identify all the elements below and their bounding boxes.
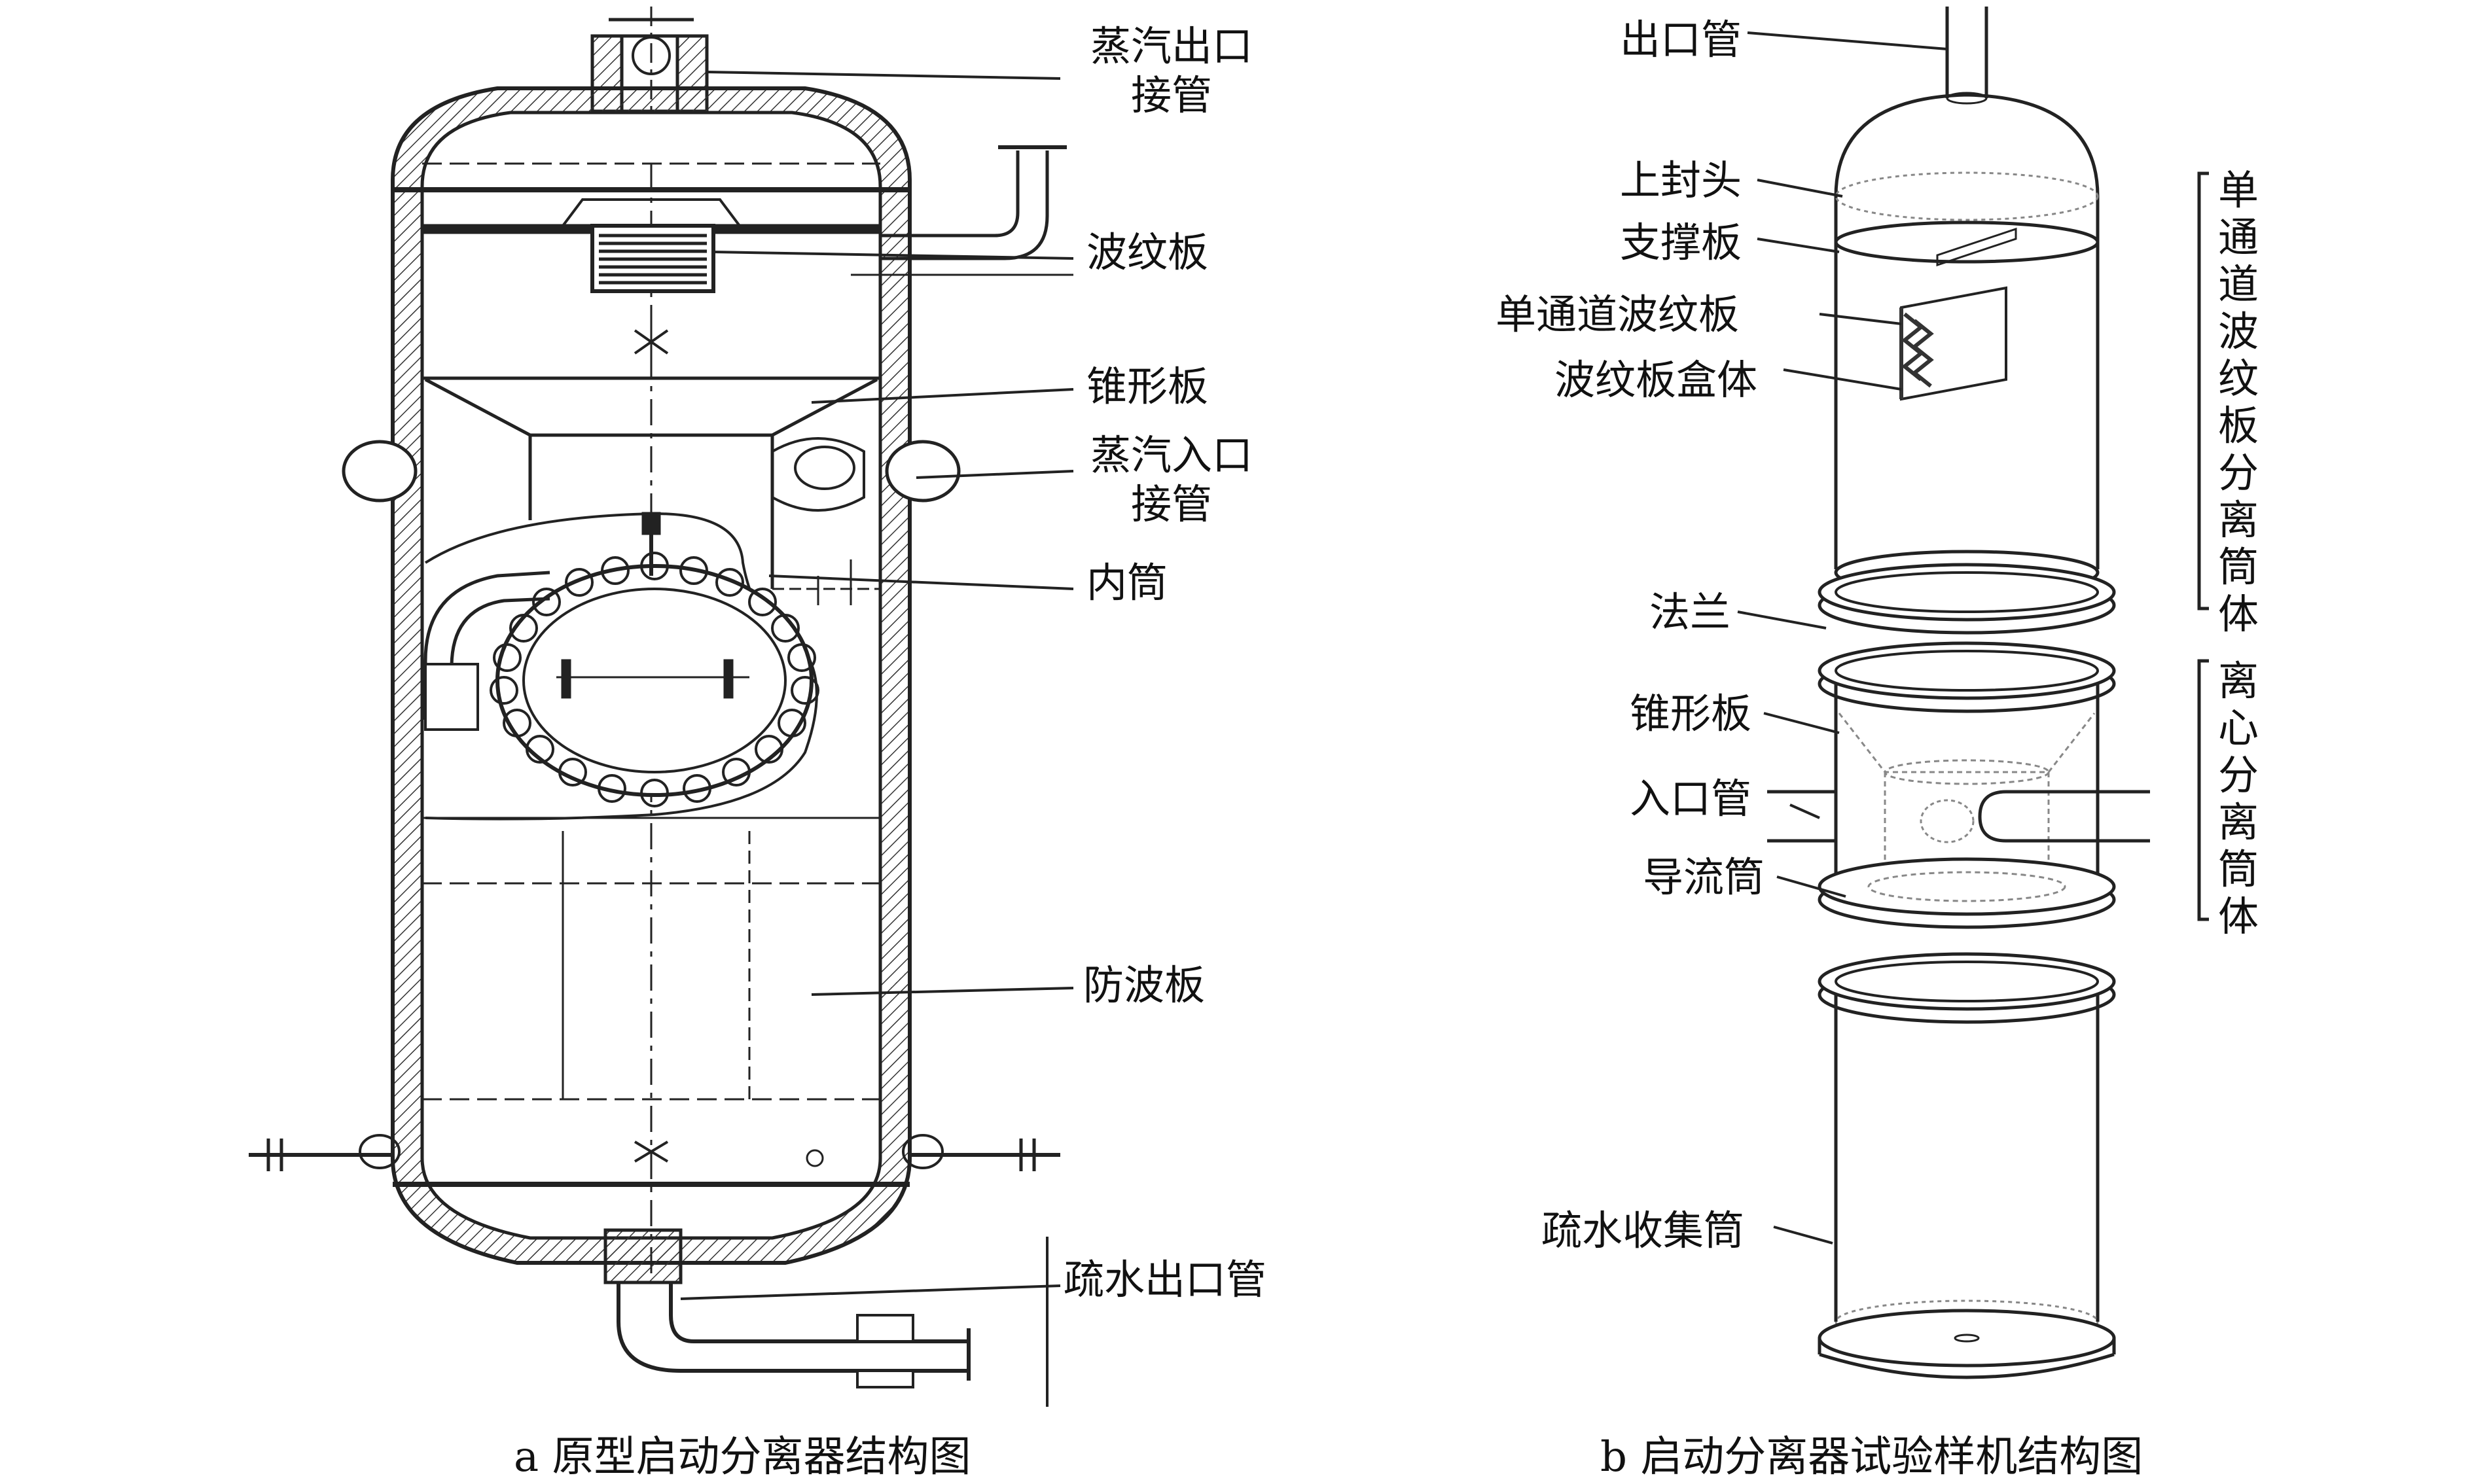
panel-a-leaders — [680, 71, 1074, 1300]
flange-pair — [1818, 563, 2116, 713]
label-anti-wave-plate: 防波板 — [1083, 961, 1206, 1009]
label-outlet-pipe: 出口管 — [1620, 16, 1742, 63]
label-drain-collector: 疏水收集筒 — [1541, 1207, 1745, 1254]
label-steam-outlet-line2: 接管 — [1130, 71, 1212, 119]
label-support-plate: 支撑板 — [1620, 219, 1742, 266]
label-steam-inlet-line2: 接管 — [1130, 480, 1212, 528]
label-inlet-pipe: 入口管 — [1630, 775, 1752, 822]
corrugated-plate-module — [420, 198, 882, 355]
label-flange: 法兰 — [1649, 588, 1731, 636]
panel-b-leaders — [1737, 31, 1948, 1245]
manway-bolt-circle — [423, 512, 819, 807]
label-inner-cylinder: 内筒 — [1086, 559, 1168, 607]
side-flanges — [249, 1134, 1060, 1171]
label-plate-box: 波纹板盒体 — [1554, 356, 1758, 404]
label-single-channel-plate: 单通道波纹板 — [1496, 291, 1740, 338]
centrifugal-cylinder — [1767, 684, 2150, 929]
caption-panel-a: a 原型启动分离器结构图 — [514, 1433, 971, 1481]
panel-b-drawing — [1737, 7, 2209, 1379]
upper-separation-cylinder — [1834, 93, 2100, 595]
drain-collector-cylinder — [1818, 952, 2116, 1379]
label-steam-inlet-line1: 蒸汽入口 — [1090, 431, 1253, 479]
label-drain-outlet: 疏水出口管 — [1064, 1256, 1267, 1303]
label-corrugated-plate: 波纹板 — [1086, 228, 1209, 276]
outlet-pipe — [1945, 7, 1988, 105]
label-guide-cylinder: 导流筒 — [1643, 853, 1765, 901]
cone-and-inner-cylinder — [342, 376, 961, 821]
section-brackets — [2197, 171, 2209, 921]
bracket-label-lower: 离心分离筒体 — [2217, 657, 2259, 940]
drain-outlet-pipe — [603, 1228, 1049, 1407]
label-cone-plate-a: 锥形板 — [1086, 362, 1209, 410]
label-cone-plate-b: 锥形板 — [1630, 690, 1752, 737]
panel-a-drawing — [249, 7, 1074, 1407]
bracket-label-upper: 单通道波纹板分离筒体 — [2217, 166, 2259, 638]
caption-panel-b: b 启动分离器试验样机结构图 — [1600, 1433, 2143, 1481]
label-upper-head: 上封头 — [1620, 156, 1742, 204]
label-steam-outlet-line1: 蒸汽出口 — [1090, 22, 1253, 70]
side-outlet-pipe — [851, 145, 1073, 276]
